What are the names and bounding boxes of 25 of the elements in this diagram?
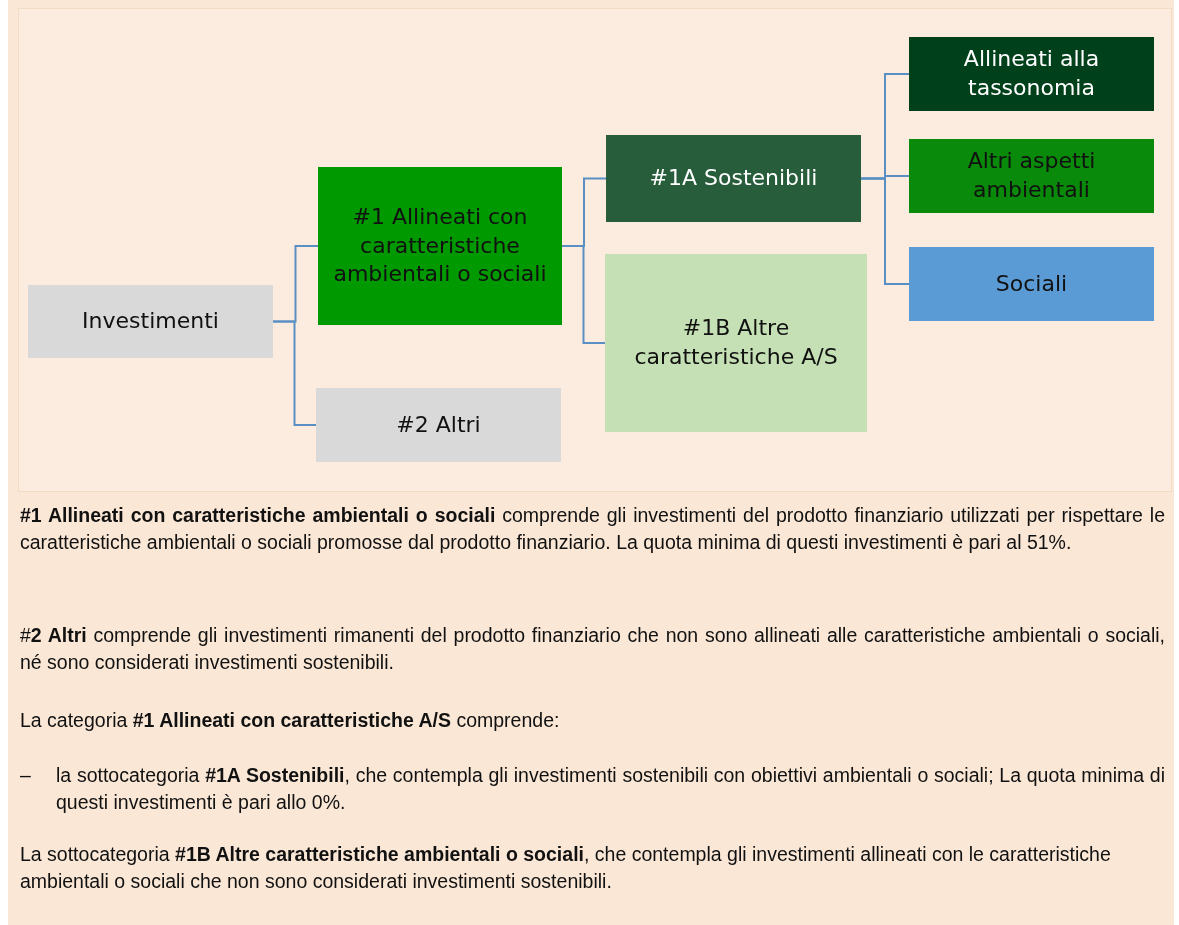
description-paragraph: La categoria #1 Allineati con caratteristiche A/S comprende: — [20, 708, 561, 733]
category-box — [28, 285, 273, 358]
description-paragraph: La sottocategoria #1B Altre caratteristiche ambientali o sociali, che contempla gli investimenti allineati con le caratteristiche ambientali o sociali che non sono considerati investimenti sostenibili. — [20, 842, 1112, 894]
category-box — [909, 247, 1154, 321]
connector-line — [860, 177, 910, 285]
list-item-text: la sottocategoria #1A Sostenibili, che contempla gli investimenti sostenibili con obiettivi ambientali o sociali; La quota minima di questi investimenti è pari allo 0%. — [56, 763, 1165, 815]
category-box — [316, 388, 561, 462]
connector-line — [561, 245, 606, 344]
connector-line — [272, 320, 317, 426]
description-paragraph: #1 Allineati con caratteristiche ambientali o sociali comprende gli investimenti del prodotto finanziario utilizzati per rispettare le caratteristiche ambientali o sociali promosse dal prodotto finanziario. La quota minima di questi investimenti è pari al 51%. — [20, 503, 1165, 555]
box-label: Allineati alla tassonomia — [962, 45, 1101, 102]
list-dash: – — [20, 763, 32, 788]
category-box — [318, 167, 562, 325]
box-label: Altri aspetti ambientali — [966, 147, 1097, 204]
category-box — [606, 135, 861, 222]
box-label: #1B Altre caratteristiche A/S — [633, 314, 839, 371]
category-box — [909, 37, 1154, 111]
box-label: #1 Allineati con caratteristiche ambientali o sociali — [332, 203, 548, 289]
box-label: Investimenti — [82, 307, 219, 336]
box-label: #1A Sostenibili — [649, 164, 818, 193]
description-paragraph: #2 Altri comprende gli investimenti rimanenti del prodotto finanziario che non sono allineati alle caratteristiche ambientali o sociali, né sono considerati investimenti sostenibili. — [20, 623, 1165, 675]
category-box — [909, 139, 1154, 213]
box-label: Sociali — [995, 269, 1068, 298]
category-box — [605, 254, 867, 432]
box-label: #2 Altri — [396, 410, 481, 439]
